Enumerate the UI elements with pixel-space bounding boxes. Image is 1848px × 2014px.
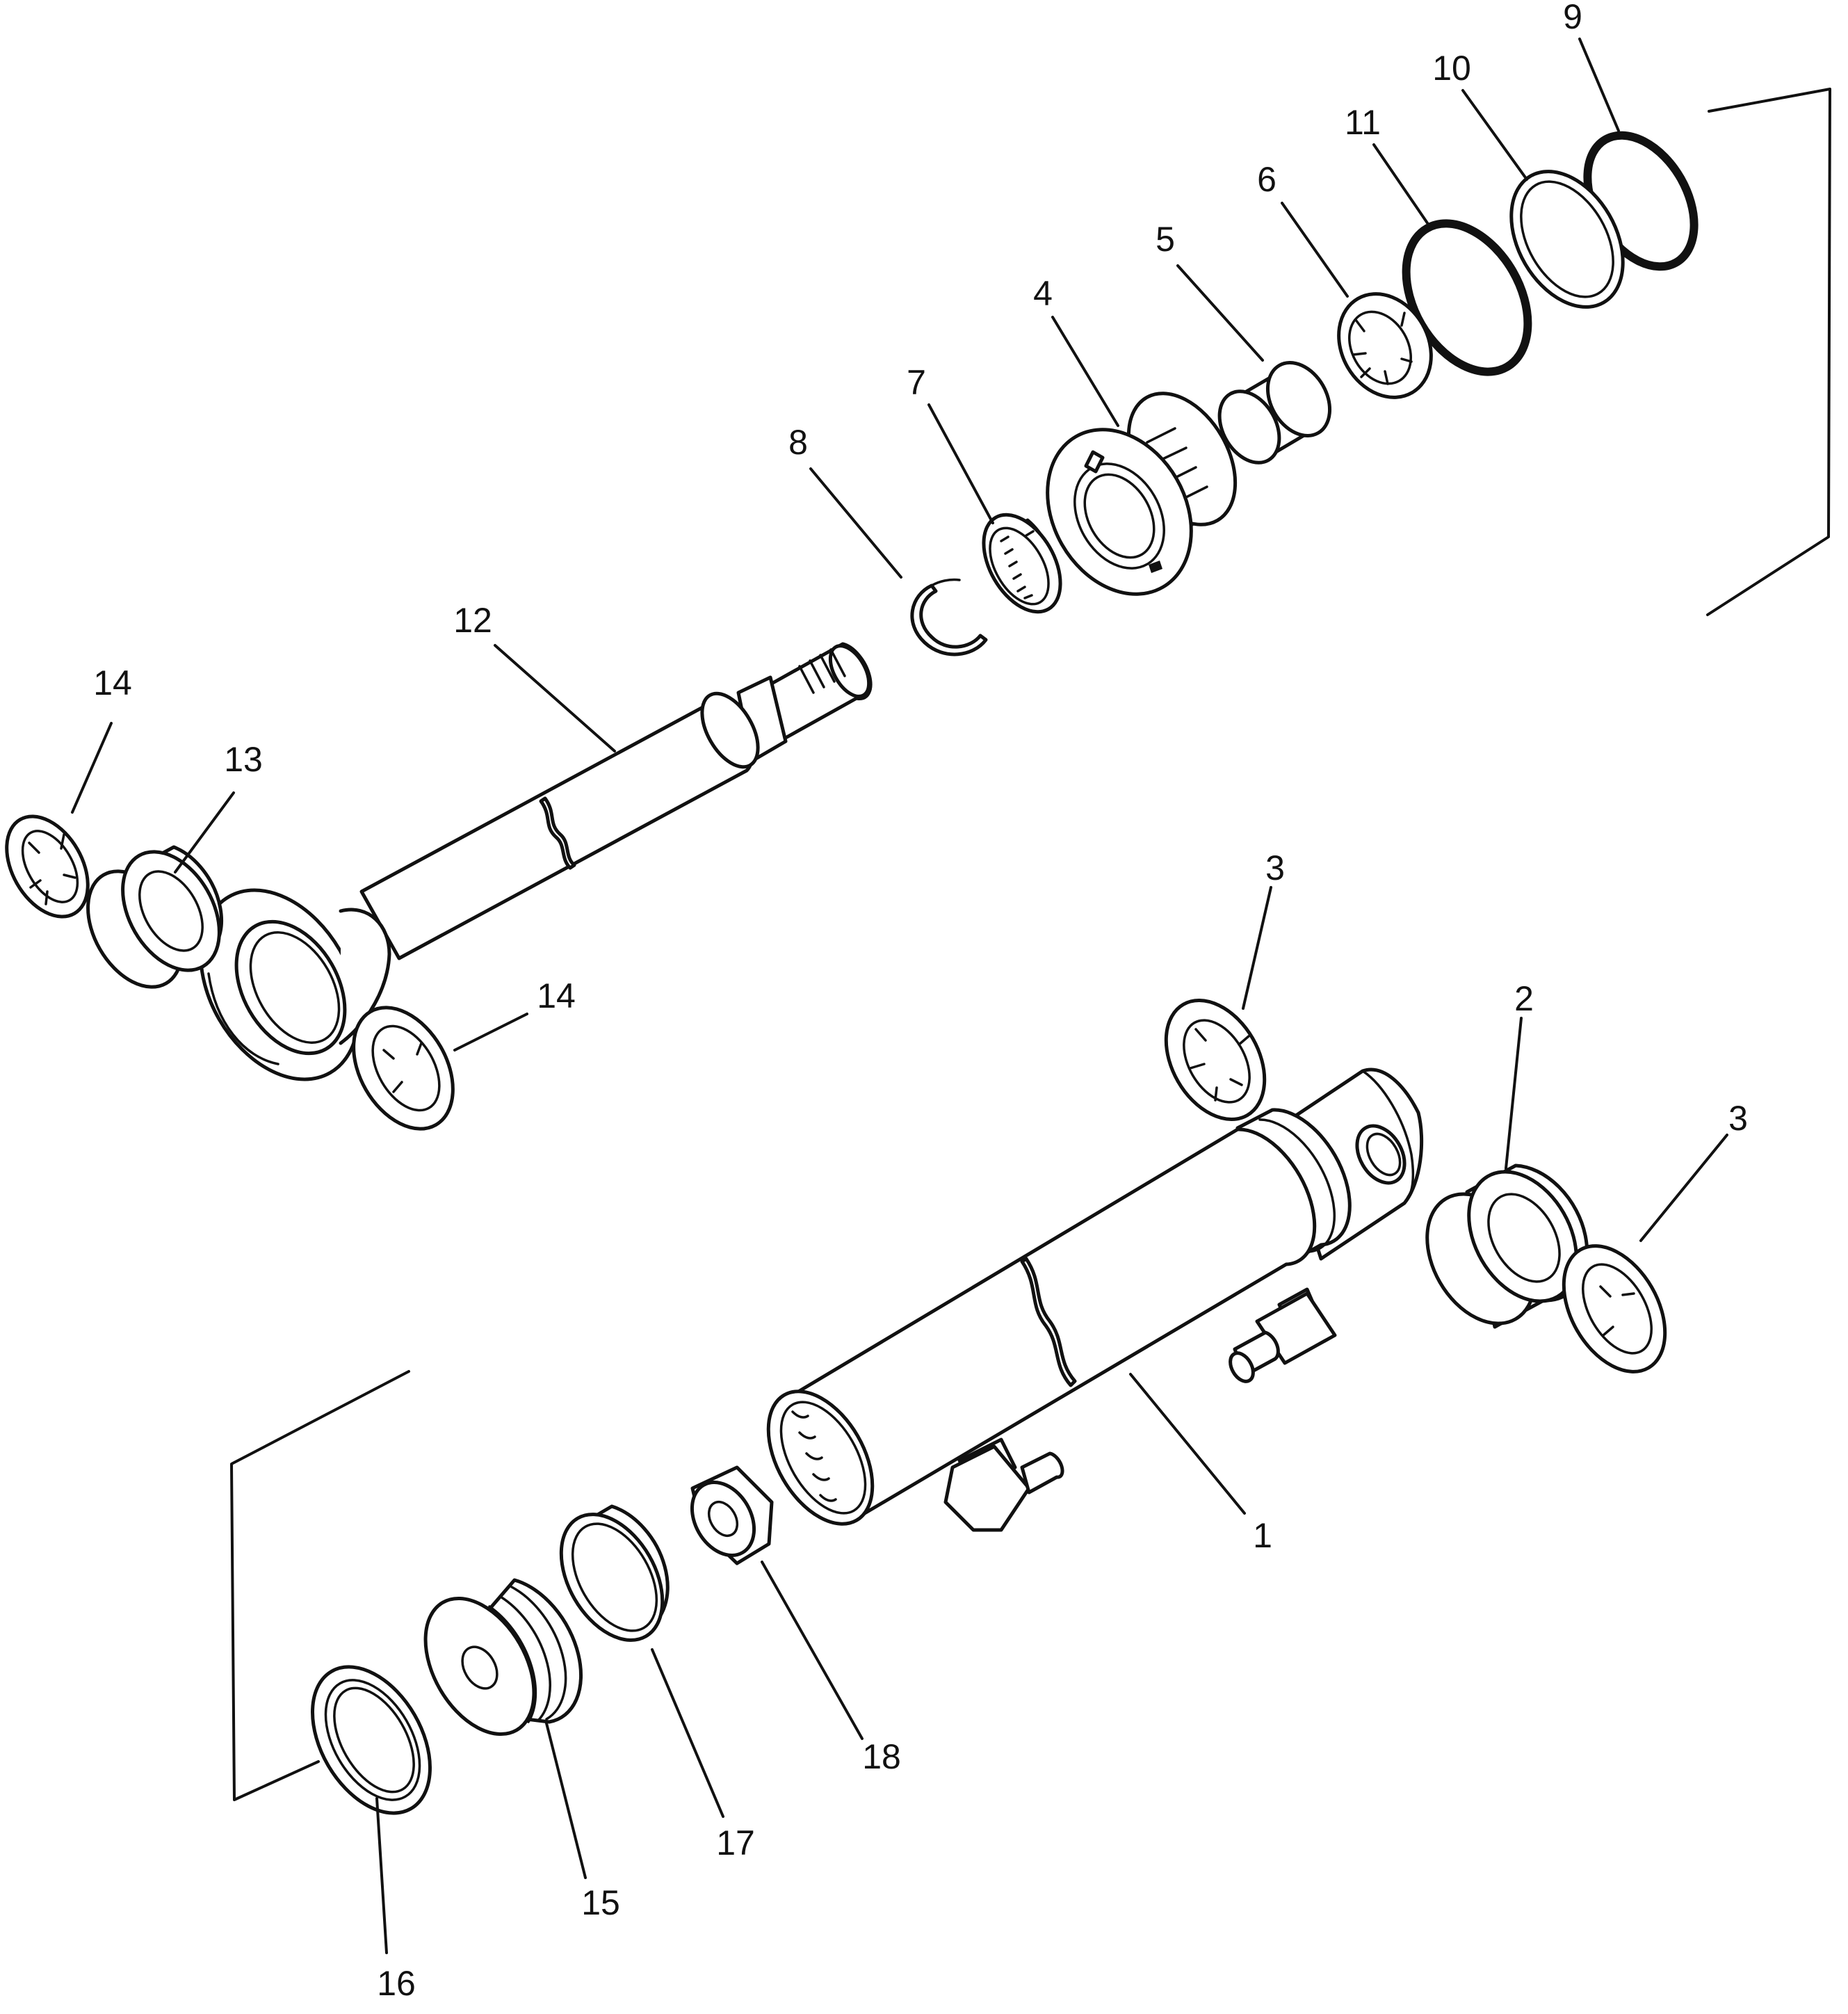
label-part-1: 1 (1253, 1516, 1272, 1555)
bearing-part-7 (982, 513, 1062, 614)
label-part-5: 5 (1156, 220, 1175, 259)
bracket-upper-right (1706, 88, 1831, 616)
leader-7 (927, 403, 994, 524)
leader-3-lower (1639, 1134, 1728, 1242)
label-part-12: 12 (453, 601, 492, 640)
leader-14-lower (453, 1013, 528, 1052)
seal-part-3-upper (1164, 999, 1267, 1121)
label-part-8: 8 (788, 423, 808, 462)
leader-11 (1372, 143, 1432, 229)
cylinder-head-part-4 (1046, 392, 1238, 596)
label-part-11: 11 (1345, 103, 1381, 142)
bracket-lower-left (230, 1370, 410, 1801)
leader-12 (494, 644, 616, 752)
leader-lines (71, 38, 1728, 1954)
leader-18 (761, 1561, 864, 1740)
leader-6 (1281, 202, 1349, 298)
leader-5 (1176, 264, 1264, 362)
leader-1 (1129, 1373, 1246, 1515)
wear-ring-part-17 (559, 1504, 670, 1642)
seal-part-16 (311, 1665, 432, 1815)
label-part-6: 6 (1257, 160, 1276, 199)
label-part-10: 10 (1432, 49, 1471, 88)
label-part-7: 7 (907, 363, 926, 402)
label-part-9: 9 (1563, 0, 1582, 36)
label-part-15: 15 (581, 1883, 620, 1922)
leader-17 (651, 1648, 724, 1818)
rod-seal-part-6 (1337, 292, 1433, 399)
bushing-part-2 (1425, 1163, 1589, 1329)
label-part-14-lower: 14 (537, 976, 576, 1015)
piston-rod-part-12 (199, 642, 873, 1081)
seal-part-14-upper (5, 814, 90, 919)
bushing-part-13 (86, 845, 223, 989)
leader-14-upper (71, 722, 113, 814)
leader-15 (545, 1722, 587, 1879)
leader-4 (1051, 316, 1119, 427)
nut-part-18 (690, 1465, 774, 1565)
leader-2 (1505, 1017, 1523, 1170)
bushing-part-5 (1217, 361, 1332, 465)
label-part-3-lower: 3 (1728, 1099, 1748, 1138)
label-part-3-upper: 3 (1265, 848, 1285, 887)
part-labels: 9 10 11 6 5 4 7 8 12 13 14 14 3 2 3 1 18… (93, 0, 1748, 2003)
leader-8 (809, 467, 902, 579)
leader-10 (1461, 89, 1528, 181)
label-part-4: 4 (1033, 274, 1053, 313)
leader-3-upper (1242, 886, 1272, 1010)
label-part-17: 17 (716, 1823, 755, 1862)
seal-part-14-lower (352, 1006, 455, 1131)
leader-16 (375, 1797, 388, 1954)
leader-13 (174, 791, 235, 873)
leader-9 (1578, 38, 1620, 132)
label-part-13: 13 (224, 740, 263, 779)
backup-ring-part-10 (1509, 170, 1625, 309)
seal-part-3-lower (1562, 1244, 1667, 1373)
snap-ring-part-8 (910, 578, 988, 656)
label-part-14-upper: 14 (93, 663, 132, 702)
piston-part-15 (423, 1578, 583, 1737)
label-part-16: 16 (377, 1964, 416, 2003)
cylinder-tube-part-1 (766, 1068, 1424, 1532)
label-part-2: 2 (1514, 979, 1534, 1018)
label-part-18: 18 (862, 1737, 901, 1776)
